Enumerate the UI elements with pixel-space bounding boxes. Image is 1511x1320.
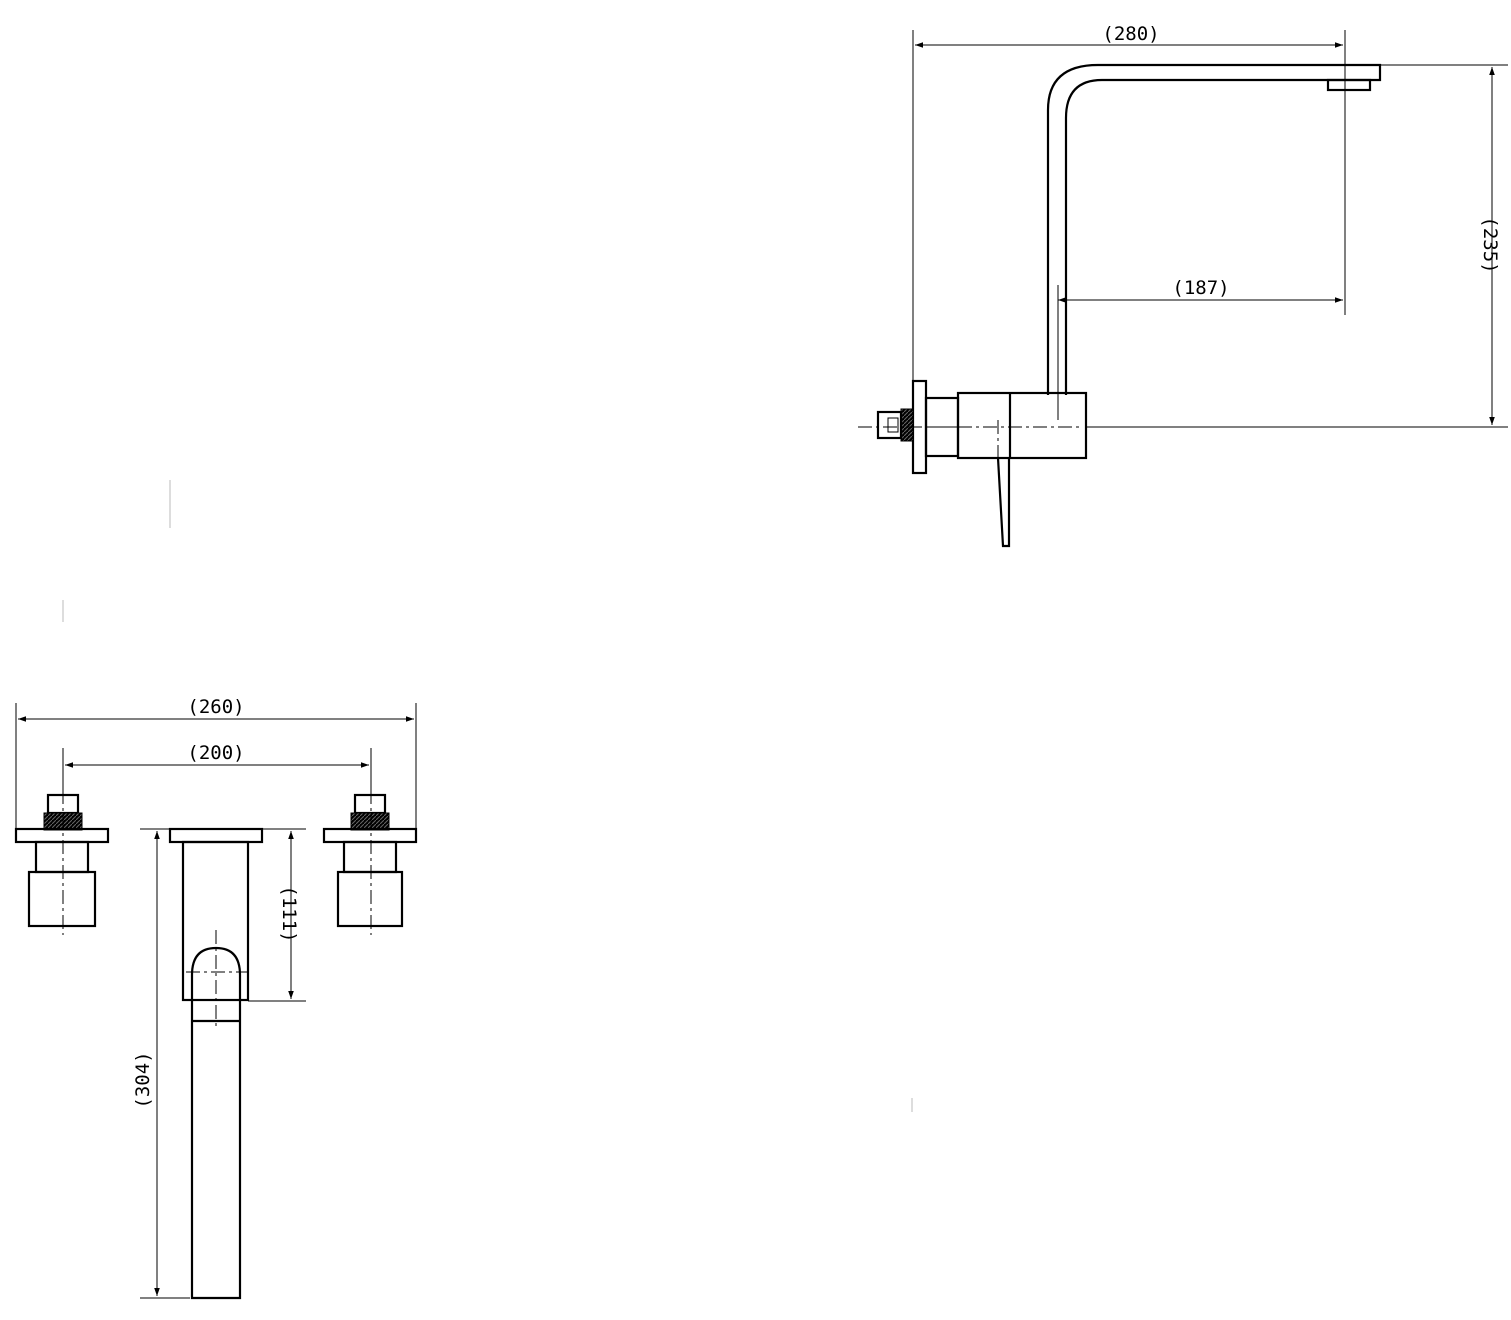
scan-artifacts [62, 480, 913, 1112]
dim-label-280: (280) [1102, 23, 1159, 45]
dim-label-304: (304) [132, 1051, 154, 1108]
dim-overall-width: (260) [18, 696, 414, 722]
dim-height: (235) [1479, 67, 1501, 425]
dim-label-260: (260) [187, 696, 244, 718]
dim-label-111: (111) [278, 885, 300, 942]
dim-handle-centers: (200) [65, 742, 369, 768]
dim-spout-length: (304) [132, 831, 160, 1296]
dim-label-187: (187) [1172, 277, 1229, 299]
front-view: (260) (200) (111) (304) [14, 696, 418, 1300]
mixer-body-side [956, 391, 1088, 460]
dim-label-235: (235) [1479, 216, 1501, 273]
spout-side [1046, 63, 1382, 420]
dim-label-200: (200) [187, 742, 244, 764]
left-handle-front [14, 790, 110, 935]
dim-inner-reach: (187) [1058, 277, 1343, 303]
lever-handle-side [996, 457, 1011, 548]
right-handle-front [322, 790, 418, 935]
spout-front [168, 827, 264, 1300]
side-view: (280) (187) (235) [858, 23, 1508, 548]
dim-spout-projection: (111) [278, 831, 300, 999]
dim-total-reach: (280) [915, 23, 1343, 48]
